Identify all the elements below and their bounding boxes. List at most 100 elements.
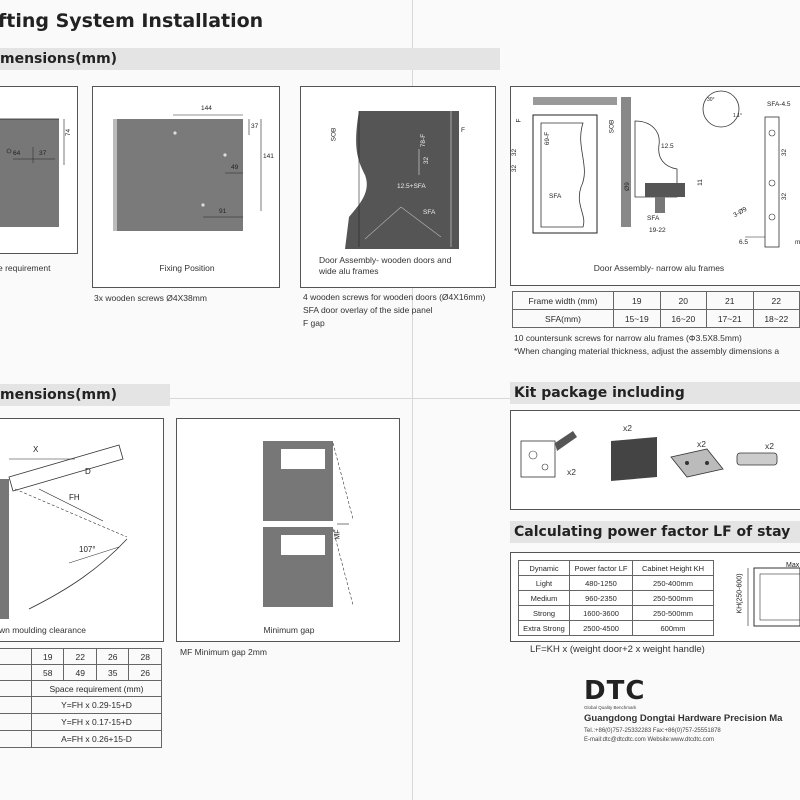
section-bar [0,384,170,406]
count-label: x2 [567,467,576,477]
figure-caption: Door Assembly- wooden doors and [319,255,452,265]
door-diagram [532,90,780,248]
label-32: 32 [781,192,789,201]
frame-width-table: Frame width (mm) 19 20 21 22 SFA(mm) 15~… [512,291,800,328]
figure-caption: e requirement [0,263,51,273]
table-header: Dynamic [518,560,570,576]
label-32: 32 [781,148,789,157]
dim-37: 37 [251,123,259,130]
company-contact: Tel.:+86(0)757-25332283 Fax:+86(0)757-25… [584,728,721,734]
count-label: x2 [623,423,632,433]
kit-package-box: x2 x2 x2 x2 [510,410,800,510]
label-69f: 69-F [544,131,552,146]
table-cell: 20 [659,291,707,310]
dim-37: 37 [39,150,47,157]
dim-49: 49 [231,164,239,171]
bracket-icon [670,448,724,478]
figure-caption: wn moulding clearance [0,625,86,635]
dim-141: 141 [263,153,274,160]
table-cell: 16~20 [659,309,707,328]
label-6-5: 6.5 [739,239,749,246]
company-contact: E-mail:dtc@dtcdtc.com Website:www.dtcdtc… [584,737,715,743]
section-bar [510,382,800,404]
cabinet-panel [0,119,59,227]
screw-note: 3x wooden screws Ø4X38mm [94,293,207,303]
label-sfa: SFA [647,215,660,222]
dim-64: 64 [13,150,21,157]
gap-lines [332,442,354,606]
table-header: Power factor LF [569,560,633,576]
label-sfa: SFA [423,209,436,216]
figure-fixing-position: 144 37 141 49 91 Fixing Position [92,86,280,288]
figure-caption: Fixing Position [159,263,215,273]
table-cell: 28 [128,648,162,665]
table-cell: 250-500mm [632,605,714,621]
fold-line [412,0,413,800]
label-12-5: 12.5 [661,143,674,150]
cover-plate-icon [611,437,657,481]
dim-74: 74 [65,128,73,137]
formula-cell: A=FH x 0.26+15-D [31,730,162,748]
section-title: mensions(mm) [0,387,118,403]
table-cell: 26 [95,648,130,665]
label-kh: KH(250-600) [736,573,744,614]
table-cell: 600mm [632,620,714,636]
dimension-lines [173,114,262,218]
table-cell: 17~21 [706,309,754,328]
table-cell [0,713,32,731]
section-title: Kit package including [514,385,685,401]
company-name: Guangdong Dongtai Hardware Precision Ma [584,713,783,724]
table-cell: Strong [518,605,570,621]
clearance-diagram [0,444,128,619]
count-label: x2 [697,439,706,449]
section-bar [510,521,800,543]
label-sfa: SFA [549,193,562,200]
table-cell: 49 [63,664,97,681]
section-title: Calculating power factor LF of stay [514,524,791,540]
table-cell: 35 [95,664,130,681]
label-78f: 78-F [420,133,428,148]
table-cell [0,696,32,714]
label-32: 32 [511,148,519,157]
table-cell: 18~22 [752,309,800,328]
table-header: Space requirement (mm) [31,680,162,697]
fold-line [0,398,800,399]
cabinet-panel [113,119,243,231]
cabinet-sketch [747,567,800,627]
page-title: fting System Installation [0,10,264,32]
door-diagram [345,111,459,249]
label-d: D [85,467,91,476]
label-sob: SOB [330,127,338,142]
label-f: F [461,127,465,134]
label-30-deg: 30° [707,97,715,103]
section-title: mensions(mm) [0,51,118,67]
label-11: 11 [696,179,704,186]
lift-mechanism-icon [520,431,577,478]
note-line: SFA door overlay of the side panel [303,305,433,315]
label-m: m [795,239,800,246]
clearance-table: 19 22 26 28 58 49 35 26 Space requiremen… [0,648,162,748]
label-d9: Ø9 [623,182,631,191]
note-line: 4 wooden screws for wooden doors (Ø4X16m… [303,292,486,302]
figure-narrow-alu-assembly: F SOB 69-F 32 32 SFA 12.5 Ø9 11 SFA 19-2… [510,86,800,286]
label-32: 32 [511,164,519,173]
company-logo: DTC [584,676,646,706]
label-sfa-4-5: SFA-4.5 [767,101,791,108]
table-cell: 2500-4500 [569,620,633,636]
table-cell [0,648,32,665]
figure-caption: Minimum gap [263,625,315,635]
figure-caption: Door Assembly- narrow alu frames [593,263,725,273]
cap-icon [736,452,778,466]
gap-note: MF Minimum gap 2mm [180,647,267,657]
table-cell: 22 [752,291,800,310]
note-line: F gap [303,318,325,328]
figure-caption: wide alu frames [319,266,379,276]
label-x: X [33,445,39,454]
table-cell: 26 [128,664,162,681]
label-mf: MF [334,529,342,540]
table-cell: 58 [30,664,65,681]
label-fh: FH [69,493,80,502]
figure-moulding-clearance: X D FH 107° wn moulding clearance [0,418,164,642]
table-header: Cabinet Height KH [632,560,714,576]
figure-minimum-gap: MF Minimum gap [176,418,400,642]
